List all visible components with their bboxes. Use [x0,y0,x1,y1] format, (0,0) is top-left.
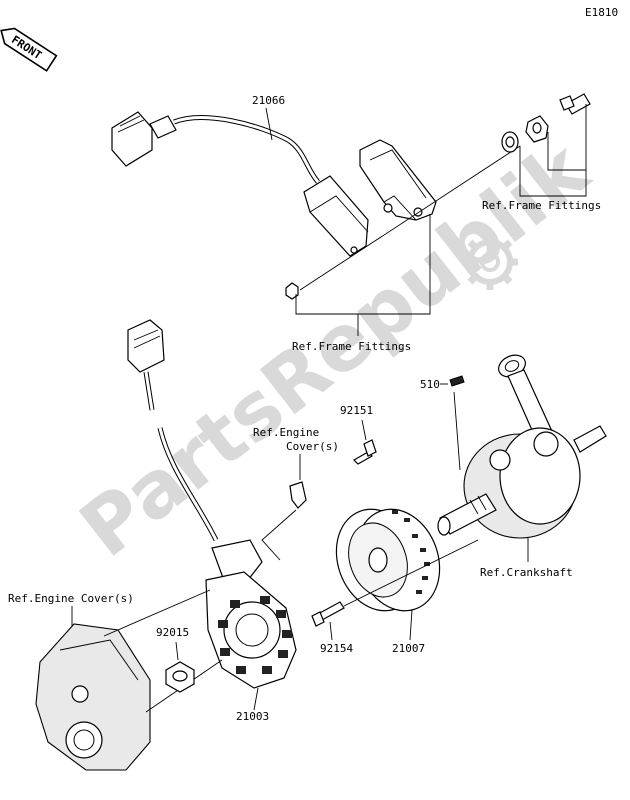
part-92151-bolt [353,439,377,465]
diagram-id: E1810 [585,6,618,19]
part-21003-wire [127,319,219,542]
part-crankshaft [437,354,607,539]
part-number-92151: 92151 [340,404,373,417]
gear-icon [462,234,518,290]
part-21007-rotor [335,508,441,612]
part-bracket [359,139,437,221]
part-number-510: 510 [420,378,440,391]
part-92015-nut [165,661,195,693]
part-number-21003: 21003 [236,710,269,723]
ref-frame-fittings-top: Ref.Frame Fittings [482,199,601,212]
part-nut-small [285,282,299,300]
part-number-21007: 21007 [392,642,425,655]
part-frame-fittings-hw [501,93,591,153]
ref-engine-cover-left: Ref.Engine Cover(s) [8,592,134,605]
part-92154-bolt [311,601,345,627]
part-number-21066: 21066 [252,94,285,107]
part-21003-stator [205,539,297,689]
part-clamp [289,481,307,509]
ref-frame-fittings-mid: Ref.Frame Fittings [292,340,411,353]
ref-crankshaft: Ref.Crankshaft [480,566,573,579]
part-number-92154: 92154 [320,642,353,655]
ref-engine-cover-small-line2: Cover(s) [286,440,339,453]
part-number-92015: 92015 [156,626,189,639]
part-510-key [449,375,465,387]
part-21066-sensor [111,111,369,257]
front-arrow-icon: FRONT [0,27,58,72]
ref-engine-cover-small-line1: Ref.Engine [253,426,319,439]
part-engine-cover [35,623,151,771]
